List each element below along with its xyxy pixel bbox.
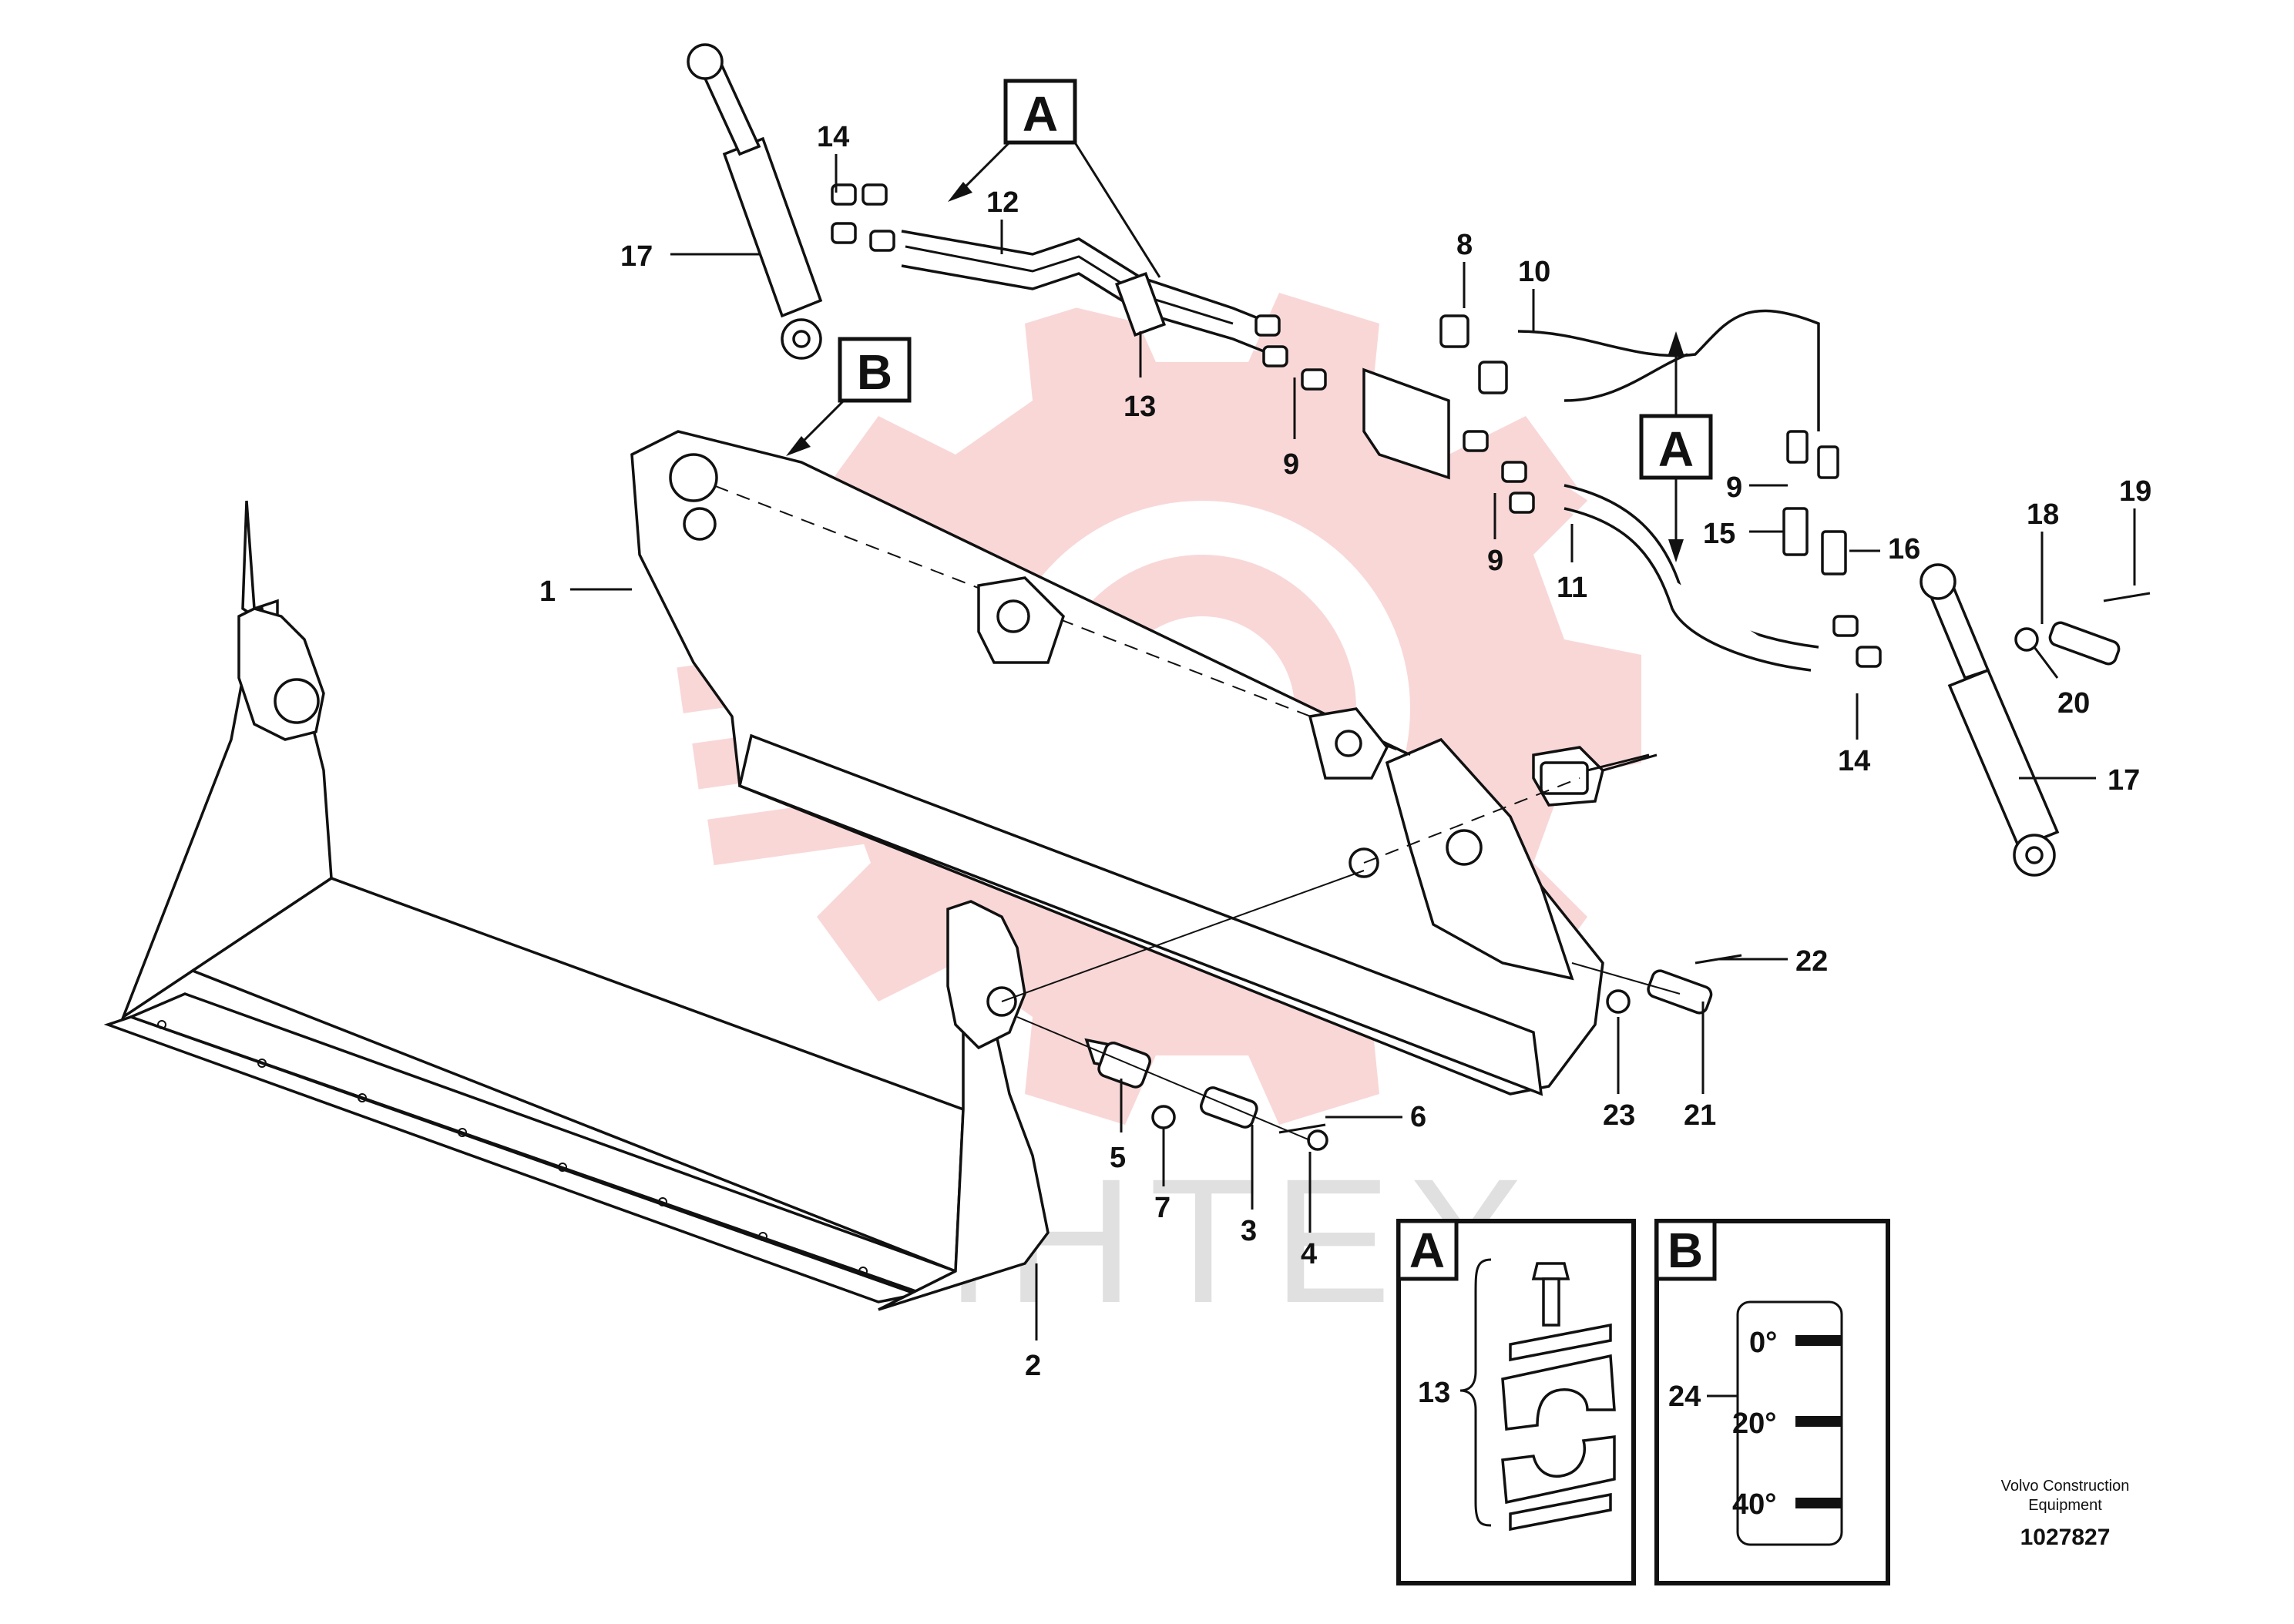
company-name-line2: Equipment: [2028, 1497, 2102, 1514]
detail-b-panel: B 24 0° 20° 40°: [1654, 1219, 1890, 1585]
callout-9c: 9: [1726, 471, 1742, 504]
callout-14a: 14: [817, 121, 849, 153]
callout-6: 6: [1410, 1101, 1426, 1133]
angle-mark-20: 20°: [1732, 1408, 1776, 1440]
svg-text:A: A: [1658, 421, 1694, 477]
callout-22: 22: [1795, 945, 1828, 978]
edge-bolt-holes: [157, 1020, 868, 1276]
angle-mark-0: 0°: [1749, 1327, 1777, 1359]
callout-9a: 9: [1283, 448, 1299, 481]
callout-12: 12: [986, 186, 1019, 219]
callout-7: 7: [1154, 1192, 1171, 1224]
drawing-number: 1027827: [2020, 1525, 2111, 1550]
callout-9b: 9: [1487, 545, 1503, 577]
callout-16: 16: [1888, 533, 1920, 565]
angle-mark-40: 40°: [1732, 1488, 1776, 1521]
callout-2: 2: [1025, 1350, 1041, 1382]
callout-17b: 17: [2108, 764, 2140, 797]
company-name-line1: Volvo Construction: [2001, 1478, 2130, 1495]
svg-text:A: A: [1023, 86, 1058, 142]
hydraulic-lines: [831, 183, 1882, 672]
callout-19: 19: [2119, 475, 2151, 508]
callout-3: 3: [1241, 1215, 1257, 1247]
callout-24: 24: [1668, 1381, 1701, 1413]
callout-21: 21: [1684, 1099, 1716, 1132]
callout-18: 18: [2027, 498, 2059, 531]
view-label-a-right: A: [1639, 331, 1713, 562]
view-label-b-top: B: [786, 337, 912, 456]
callout-1: 1: [539, 575, 556, 608]
callout-15: 15: [1703, 518, 1735, 550]
footer-block: Volvo Construction Equipment 1027827: [2001, 1478, 2130, 1550]
detail-a-panel: A 13: [1396, 1219, 1636, 1585]
svg-text:B: B: [1668, 1223, 1703, 1278]
view-label-a-top: A: [948, 79, 1161, 278]
bucket: [103, 500, 1050, 1311]
callout-4: 4: [1301, 1238, 1317, 1270]
leader-lines: [570, 154, 2136, 1340]
callout-11: 11: [1557, 572, 1587, 604]
fittings: [831, 183, 1882, 668]
callout-14b: 14: [1838, 745, 1870, 777]
cylinder-right: [1920, 563, 2060, 877]
callout-17a: 17: [620, 240, 653, 273]
callout-20: 20: [2057, 687, 2090, 720]
callout-23: 23: [1603, 1099, 1635, 1132]
pins-and-bolts: [1001, 592, 2151, 1151]
callout-numbers: 17 14 12 13 8 10 9 9 11 9 15 16 18 19 20…: [539, 121, 2151, 1382]
callout-8: 8: [1456, 229, 1473, 261]
cylinder-left: [687, 43, 823, 360]
svg-text:A: A: [1409, 1223, 1445, 1278]
callout-10: 10: [1518, 256, 1550, 288]
svg-text:B: B: [857, 344, 892, 400]
callout-5: 5: [1110, 1142, 1126, 1174]
callout-13: 13: [1123, 391, 1156, 423]
callout-13-detail: 13: [1418, 1377, 1450, 1409]
coupler-frame: [630, 430, 1658, 1096]
